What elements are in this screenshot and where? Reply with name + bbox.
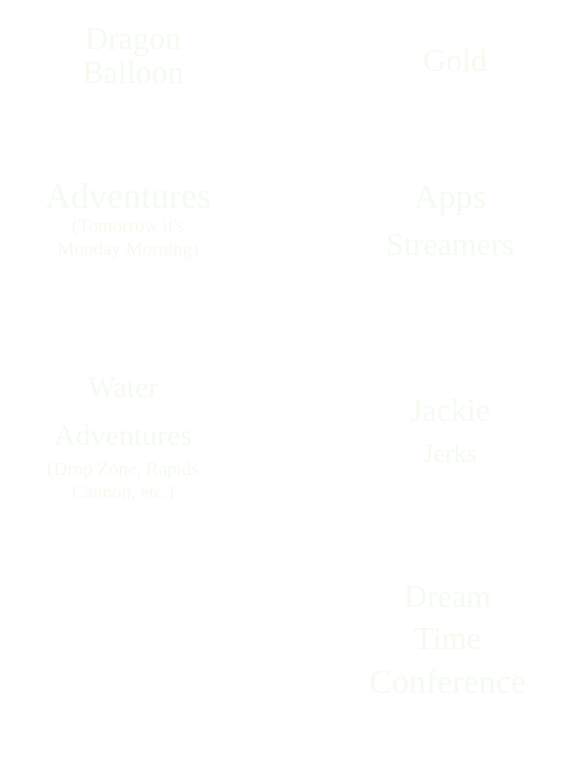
label-gold: Gold [423,42,487,78]
label-time: Time [414,619,481,656]
label-adventures-note-1: (Tomorrow it's [71,215,185,237]
text-block-water-adventures: Water Adventures (Drop Zone, Rapids Cann… [18,372,228,505]
label-balloon: Balloon [82,53,184,90]
label-adventures-note-2: Monday Morning) [57,238,199,260]
label-adventures: Adventures [45,176,211,216]
label-apps: Apps [414,179,486,216]
text-block-gold: Gold [390,42,520,78]
label-dream: Dream [403,578,492,614]
label-conference: Conference [369,664,526,702]
label-water-note-2: Cannon, etc.) [72,481,174,503]
text-block-jackie-jerks: Jackie Jerks [365,392,535,469]
label-dragon: Dragon [85,20,181,56]
text-block-dream-time-conference: Dream Time Conference [355,578,540,702]
text-block-apps-streamers: Apps Streamers [355,180,545,261]
label-jerks: Jerks [423,438,477,468]
text-block-dragon-balloon: Dragon Balloon [28,20,238,90]
label-water-adventures: Adventures [53,418,193,452]
label-water-note-1: (Drop Zone, Rapids [47,459,199,480]
label-streamers: Streamers [386,225,514,262]
label-jackie: Jackie [410,392,490,428]
label-water: Water [87,371,159,404]
text-block-adventures: Adventures (Tomorrow it's Monday Morning… [10,176,246,261]
